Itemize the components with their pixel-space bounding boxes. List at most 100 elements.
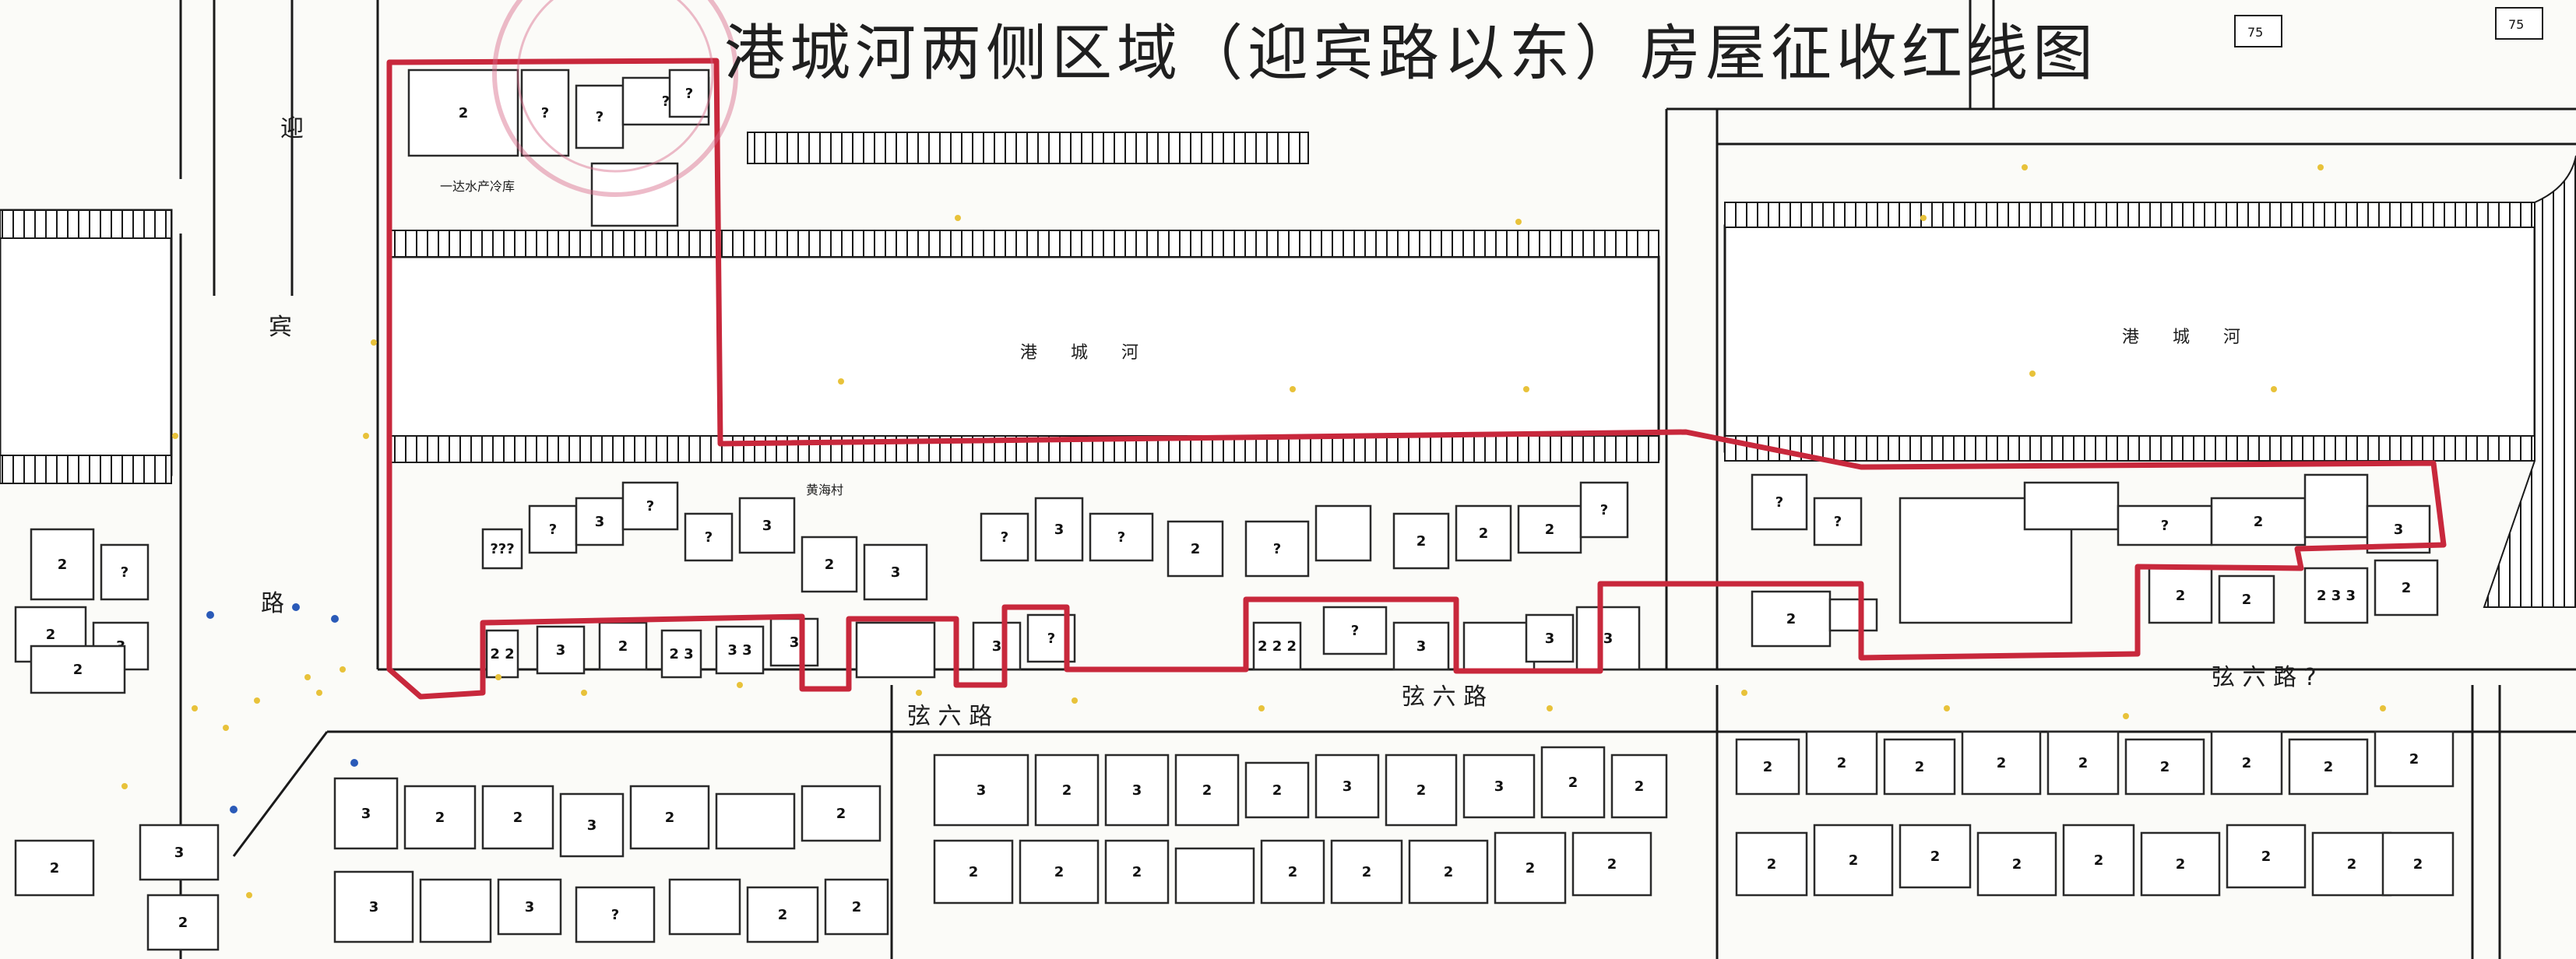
building-floor-label: 2 — [836, 806, 846, 822]
building — [855, 621, 936, 679]
building-floor-label: 2 — [2254, 514, 2264, 530]
building — [1517, 504, 1582, 554]
survey-marker-yellow — [2029, 371, 2036, 377]
building — [2226, 824, 2307, 889]
building-floor-label: 3 — [174, 845, 185, 861]
survey-marker-yellow — [495, 674, 501, 680]
building — [2218, 574, 2275, 624]
building-floor-label: ? — [662, 93, 670, 110]
building-floor-label: 3 — [525, 899, 535, 915]
building — [715, 792, 796, 850]
building-floor-label: 3 — [977, 782, 987, 799]
survey-marker-yellow — [172, 433, 178, 439]
building-floor-label: ? — [1600, 502, 1608, 518]
building-floor-label: 3 — [369, 899, 379, 915]
survey-marker-yellow — [1741, 690, 1747, 696]
building-floor-label: 2 2 2 — [1258, 638, 1297, 655]
building-floor-label: ? — [646, 498, 654, 515]
building-floor-label: ? — [1117, 529, 1125, 546]
building-floor-label: 2 — [58, 557, 68, 573]
building — [980, 512, 1029, 562]
building — [1244, 761, 1310, 819]
survey-marker-blue — [292, 603, 300, 611]
road-label-yingbin-2: 宾 — [269, 314, 292, 341]
building-floor-label: 2 — [513, 810, 523, 826]
survey-marker-yellow — [121, 783, 128, 789]
building — [1540, 746, 1606, 819]
road-label-yingbin-3: 路 — [261, 590, 284, 617]
building-floor-label: 2 — [2413, 856, 2423, 873]
survey-marker-yellow — [192, 705, 198, 711]
building-floor-label: 2 — [1607, 856, 1617, 873]
svg-text:75: 75 — [2508, 17, 2524, 32]
building-floor-label: 2 — [1288, 864, 1298, 880]
building — [2148, 567, 2213, 624]
building-floor-label: 3 — [361, 806, 371, 822]
survey-marker-blue — [206, 611, 214, 619]
building-floor-label: 2 — [1479, 525, 1489, 542]
building-floor-label: 2 — [1272, 782, 1283, 799]
building — [1813, 497, 1863, 546]
building — [2374, 559, 2439, 616]
building — [30, 645, 126, 694]
building — [2374, 730, 2455, 788]
survey-marker-yellow — [955, 215, 961, 221]
building — [621, 481, 679, 531]
building — [1034, 754, 1100, 827]
building — [2023, 481, 2120, 531]
building-floor-label: ? — [1834, 514, 1842, 530]
building — [1019, 839, 1100, 905]
building — [1976, 831, 2057, 897]
building — [333, 777, 399, 850]
building-floor-label: 2 — [1545, 522, 1555, 538]
building — [1571, 831, 1652, 897]
building-floor-label: ? — [2161, 518, 2169, 534]
building-floor-label: 2 — [2324, 759, 2334, 775]
village-label: 黄海村 — [806, 483, 843, 497]
building — [1610, 754, 1668, 819]
survey-marker-yellow — [1523, 386, 1529, 392]
building-floor-label: 2 — [1786, 611, 1797, 627]
building-floor-label: 2 — [778, 907, 788, 923]
survey-marker-yellow — [916, 690, 922, 696]
building-floor-label: 2 — [1930, 848, 1941, 865]
survey-marker-yellow — [1290, 386, 1296, 392]
building — [1104, 754, 1170, 827]
survey-marker-yellow — [1547, 705, 1553, 711]
building — [2062, 824, 2135, 897]
building-floor-label: 2 — [1362, 864, 1372, 880]
building — [715, 625, 765, 675]
building — [1392, 512, 1450, 570]
survey-marker-yellow — [246, 892, 252, 898]
building-floor-label: ? — [705, 529, 713, 546]
building-floor-label: 2 3 — [669, 646, 693, 662]
building-floor-label: 2 — [1132, 864, 1142, 880]
building-floor-label: 3 3 — [727, 642, 751, 659]
building — [1392, 621, 1450, 671]
building — [2311, 831, 2392, 897]
river-west — [388, 132, 1660, 463]
building-floor-label: 3 — [1416, 638, 1427, 655]
building — [1735, 738, 1800, 796]
building — [590, 162, 679, 227]
road-label-xianliu-3: 弦 六 路 ? — [2212, 664, 2317, 691]
building-floor-label: 2 — [1635, 778, 1645, 795]
building — [2117, 504, 2213, 546]
building — [801, 536, 858, 593]
building-floor-label: 2 — [2012, 856, 2022, 873]
building — [1525, 613, 1575, 663]
building — [2381, 831, 2455, 897]
road-label-yingbin-1: 迎 — [280, 115, 304, 142]
building — [863, 543, 928, 601]
building-floor-label: 2 — [435, 810, 445, 826]
building-floor-label: 2 — [2402, 580, 2412, 596]
building — [1961, 730, 2042, 796]
building — [559, 792, 625, 858]
survey-marker-yellow — [2022, 164, 2028, 170]
building-floor-label: 2 — [2160, 759, 2170, 775]
building — [407, 68, 519, 157]
building — [2288, 738, 2369, 796]
building — [2303, 473, 2369, 539]
